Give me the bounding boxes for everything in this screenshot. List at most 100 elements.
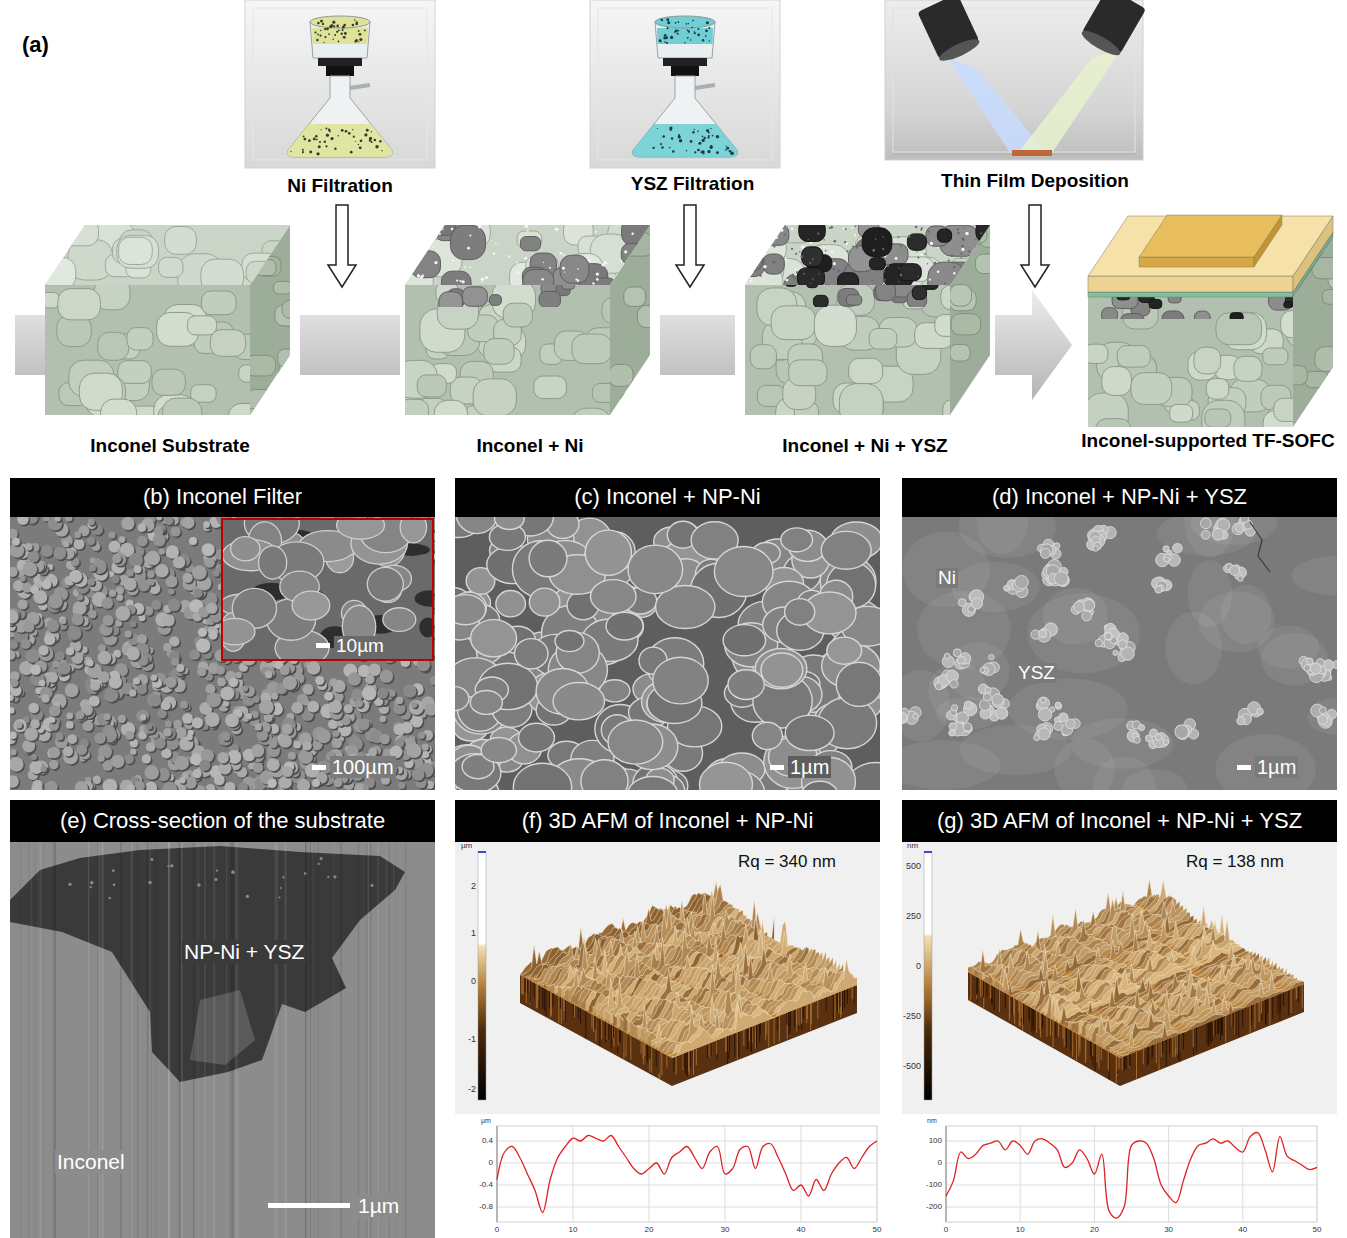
- substrate-cube: [895, 257, 898, 260]
- filtration-illustration: [694, 32, 696, 34]
- substrate-cube: [278, 241, 319, 269]
- substrate-cube: [408, 242, 410, 244]
- filtration-illustration: [338, 30, 340, 32]
- substrate-cube: [592, 383, 617, 402]
- filtration-illustration: [320, 129, 321, 130]
- substrate-cube: [791, 228, 794, 231]
- filtration-illustration: [317, 22, 320, 25]
- filtration-illustration: [287, 124, 392, 157]
- substrate-cube: [785, 278, 797, 286]
- substrate-cube: [785, 278, 938, 308]
- substrate-cube: [957, 232, 960, 235]
- substrate-cube: [518, 284, 519, 285]
- filtration-illustration: [355, 39, 358, 42]
- filtration-illustration: [667, 27, 669, 29]
- substrate-cube: [756, 258, 759, 261]
- substrate-cube: [1274, 398, 1308, 421]
- substrate-cube: [187, 316, 216, 335]
- substrate-cube: [489, 295, 501, 306]
- substrate-cube: [517, 271, 520, 274]
- substrate-cube: [416, 229, 418, 231]
- substrate-cube: [520, 237, 540, 251]
- substrate-cube: [797, 268, 824, 288]
- substrate-cube: [967, 259, 969, 261]
- filtration-illustration: [670, 36, 673, 39]
- sem-image: [8, 707, 15, 714]
- substrate-cube: [617, 279, 619, 281]
- substrate-cube: [441, 228, 444, 231]
- substrate-cube: [975, 239, 976, 240]
- filtration-illustration: [359, 33, 362, 36]
- substrate-cube: [1131, 373, 1172, 405]
- filtration-illustration: [303, 136, 305, 138]
- filtration-illustration: [702, 139, 705, 142]
- filtration-illustration: [336, 31, 338, 33]
- filtration-illustration: [664, 34, 667, 37]
- substrate-cube: [953, 266, 956, 269]
- filtration-illustration: [308, 139, 311, 142]
- filtration-illustration: [702, 136, 704, 138]
- substrate-cube: [1120, 314, 1144, 332]
- substrate-cube: [434, 400, 468, 433]
- substrate-cube: [101, 399, 137, 432]
- substrate-cube: [921, 227, 923, 229]
- sem-image: [146, 551, 161, 566]
- deposition-illustration: [917, 0, 981, 65]
- substrate-cube: [928, 262, 966, 299]
- substrate-cube: [622, 218, 656, 245]
- substrate-cube: [1321, 292, 1323, 294]
- filtration-illustration: [691, 27, 692, 28]
- substrate-cube: [769, 284, 770, 285]
- sem-image: [170, 527, 180, 537]
- substrate-cube: [873, 249, 875, 251]
- substrate-cube: [968, 255, 995, 278]
- filtration-illustration: [667, 21, 670, 24]
- filtration-illustration: [692, 27, 693, 28]
- substrate-cube: [961, 248, 964, 251]
- substrate-cube: [1328, 378, 1347, 406]
- substrate-cube: [978, 267, 979, 268]
- substrate-cube: [481, 278, 484, 281]
- substrate-cube: [900, 245, 902, 247]
- substrate-cube: [456, 279, 458, 281]
- substrate-cube: [624, 287, 646, 307]
- substrate-cube: [273, 281, 291, 294]
- substrate-cube: [846, 295, 861, 305]
- filtration-illustration: [324, 28, 326, 30]
- substrate-cube: [549, 267, 551, 269]
- substrate-cube: [637, 305, 661, 327]
- substrate-cube: [962, 238, 964, 240]
- substrate-cube: [752, 225, 982, 286]
- substrate-cube: [833, 262, 836, 265]
- substrate-cube: [960, 257, 961, 258]
- substrate-cube: [1205, 409, 1231, 427]
- filtration-illustration: [325, 145, 327, 147]
- substrate-cube: [1162, 311, 1184, 331]
- substrate-cube: [761, 249, 763, 251]
- substrate-cube: [839, 384, 883, 427]
- filtration-illustration: [692, 131, 694, 133]
- filtration-illustration: [666, 18, 669, 21]
- substrate-cube: [534, 376, 567, 399]
- filtration-illustration: [359, 146, 362, 149]
- substrate-cube: [760, 243, 763, 246]
- filtration-illustration: [324, 141, 326, 143]
- substrate-cube: [98, 332, 129, 360]
- filtration-illustration: [326, 28, 329, 31]
- filtration-illustration: [317, 34, 319, 36]
- substrate-cube: [882, 236, 884, 238]
- substrate-cube: [849, 358, 883, 383]
- substrate-cube: [951, 254, 953, 256]
- deposition-illustration: [1079, 27, 1123, 59]
- substrate-cube: [469, 235, 471, 237]
- filtration-illustration: [290, 151, 291, 152]
- substrate-cube: [872, 249, 875, 252]
- filtration-illustration: [356, 21, 358, 23]
- substrate-cube: [1088, 292, 1293, 297]
- substrate-cube: [246, 261, 275, 284]
- substrate-cube: [577, 268, 579, 270]
- substrate-cube: [976, 220, 1006, 242]
- filtration-illustration: [679, 139, 682, 142]
- sem-image: [136, 710, 149, 723]
- substrate-cube: [564, 271, 565, 272]
